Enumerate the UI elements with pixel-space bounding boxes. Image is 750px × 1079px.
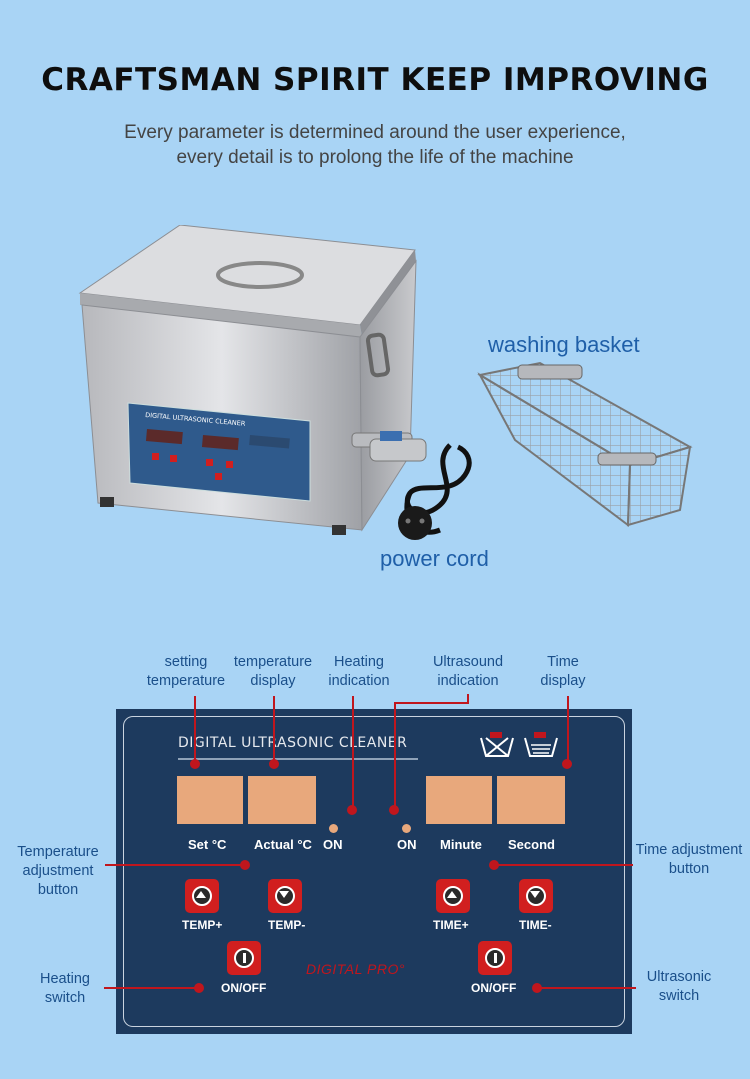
dot-time-adjustment (489, 860, 499, 870)
power-cord-illustration (398, 443, 472, 540)
set-temperature-display (177, 776, 243, 824)
dot-heating-indication (347, 805, 357, 815)
second-display (497, 776, 565, 824)
temp-plus-button[interactable] (185, 879, 219, 913)
control-panel (116, 709, 632, 1034)
temp-minus-label: TEMP- (268, 918, 306, 932)
ultrasonic-on-off-label: ON/OFF (471, 981, 517, 995)
leader-ultrasonic-switch (538, 987, 636, 989)
time-minus-label: TIME- (519, 918, 552, 932)
panel-title-underline (178, 758, 418, 760)
ultrasound-indicator-led (402, 824, 411, 833)
dot-ultrasound-indication (389, 805, 399, 815)
heating-on-label: ON (323, 837, 343, 852)
tank-lid (78, 225, 416, 337)
panel-border (123, 716, 625, 1027)
ultrasonic-power-button[interactable] (478, 941, 512, 975)
minute-label: Minute (440, 837, 482, 852)
leader-ultrasound-indication-h (394, 702, 468, 704)
heating-indicator-led (329, 824, 338, 833)
actual-c-label: Actual °C (254, 837, 312, 852)
dot-heating-switch (194, 983, 204, 993)
washing-basket-illustration (477, 361, 693, 527)
dot-time-display (562, 759, 572, 769)
leader-heating-indication (352, 696, 354, 809)
brand-logo: DIGITAL PRO° (306, 961, 405, 977)
time-minus-button[interactable] (519, 879, 553, 913)
subtitle-line-1: Every parameter is determined around the… (124, 122, 626, 143)
heating-power-button[interactable] (227, 941, 261, 975)
panel-title: DIGITAL ULTRASONIC CLEANER (178, 735, 408, 751)
leader-heating-switch (104, 987, 200, 989)
second-label: Second (508, 837, 555, 852)
page-title: CRAFTSMAN SPIRIT KEEP IMPROVING (41, 62, 709, 98)
wash-symbols-icon (480, 732, 558, 757)
leader-ultrasound-indication (394, 702, 396, 809)
heating-on-off-label: ON/OFF (221, 981, 267, 995)
temp-minus-button[interactable] (268, 879, 302, 913)
washing-basket-label: washing basket (488, 332, 640, 357)
temp-plus-label: TEMP+ (182, 918, 223, 932)
time-plus-label: TIME+ (433, 918, 469, 932)
ultrasound-on-label: ON (397, 837, 417, 852)
actual-temperature-display (248, 776, 316, 824)
leader-temperature-display (273, 696, 275, 764)
leader-ultrasound-indication-v (467, 694, 469, 704)
leader-time-display (567, 696, 569, 764)
power-cord-label: power cord (380, 546, 489, 571)
leader-time-adjustment (495, 864, 633, 866)
leader-setting-temperature (194, 696, 196, 764)
time-plus-button[interactable] (436, 879, 470, 913)
dot-ultrasonic-switch (532, 983, 542, 993)
drain-valve (351, 431, 427, 462)
minute-display (426, 776, 492, 824)
product-illustration: DIGITAL ULTRASONIC CLEANER (78, 225, 693, 540)
mini-control-panel (127, 402, 311, 502)
dot-temperature-display (269, 759, 279, 769)
set-c-label: Set °C (188, 837, 227, 852)
dot-temperature-adjustment (240, 860, 250, 870)
subtitle-line-2: every detail is to prolong the life of t… (176, 147, 574, 168)
leader-temperature-adjustment (105, 864, 245, 866)
dot-setting-temperature (190, 759, 200, 769)
